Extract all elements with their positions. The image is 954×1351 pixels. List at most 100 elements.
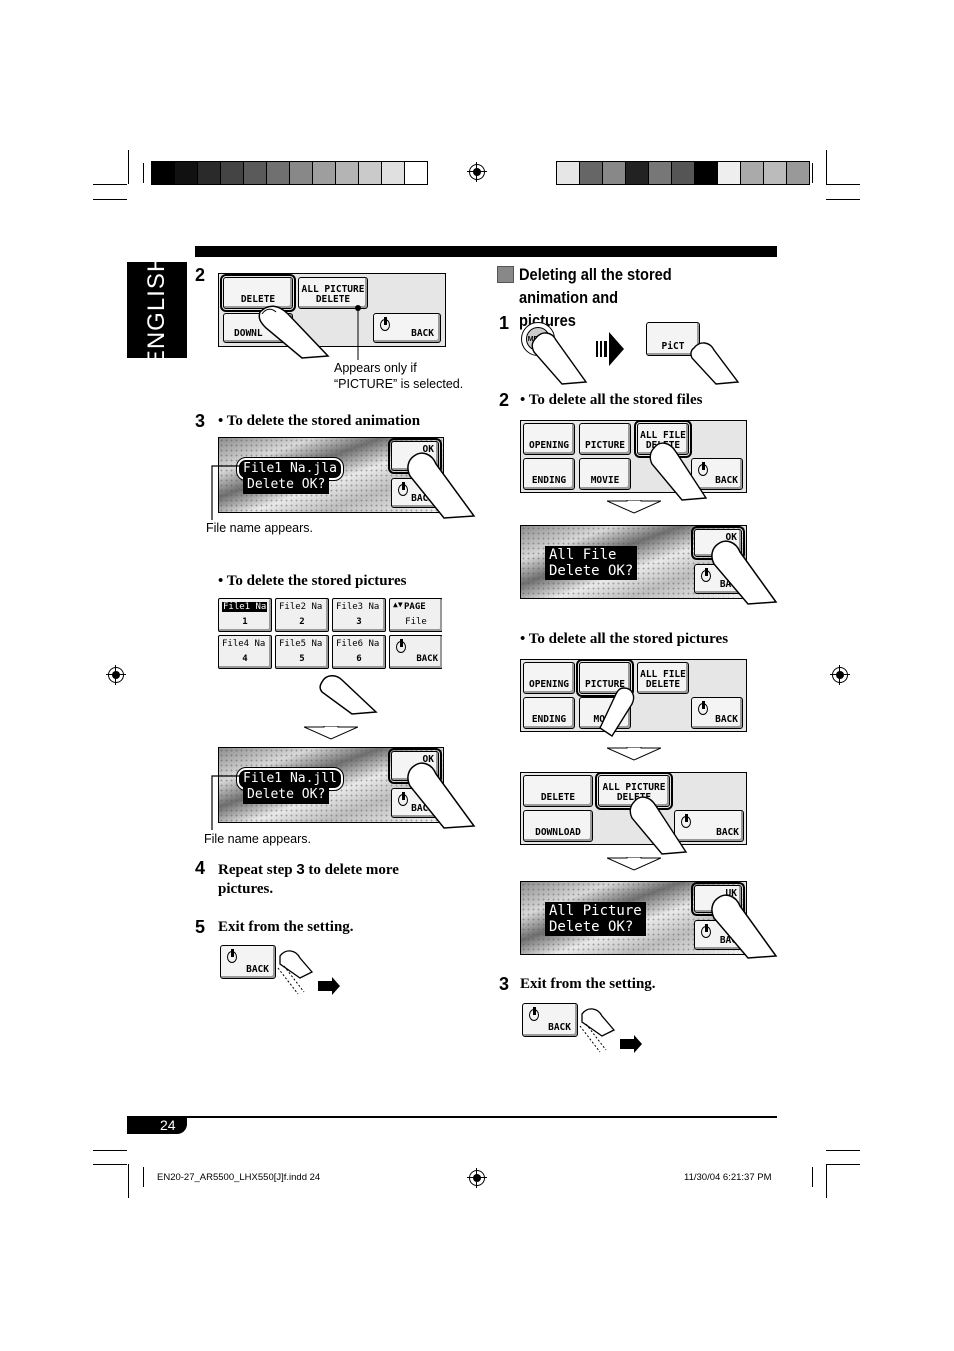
back-icon	[698, 701, 708, 715]
back-button[interactable]: BACK	[674, 810, 744, 842]
back-icon	[701, 924, 711, 938]
back-icon	[380, 317, 390, 331]
finger-pointer-icon	[319, 675, 378, 715]
back-button[interactable]: BAC	[694, 920, 742, 950]
ok-button[interactable]: OK	[388, 748, 442, 784]
crop-mark	[826, 1164, 860, 1165]
back-icon	[698, 462, 708, 476]
ok-button[interactable]: OK	[691, 526, 745, 560]
movie-button[interactable]: MOVI	[579, 697, 631, 729]
ok-button[interactable]: UK	[691, 882, 745, 916]
delete-ok-prompt: Delete OK?	[243, 476, 330, 494]
crop-mark	[812, 163, 813, 183]
step-number: 3	[499, 974, 510, 994]
back-label: BACK	[411, 493, 434, 504]
opening-button[interactable]: OPENING	[523, 423, 575, 455]
file-name-display: File1 Na.jll	[236, 767, 344, 791]
ending-button[interactable]: ENDING	[523, 697, 575, 729]
back-icon	[227, 949, 237, 963]
back-label: BACK	[715, 714, 738, 725]
download-button[interactable]: DOWNLOAD	[523, 810, 593, 842]
back-icon	[681, 814, 691, 828]
crop-mark	[143, 163, 144, 183]
footer-timestamp: 11/30/04 6:21:37 PM	[684, 1172, 772, 1183]
back-label: BACK	[715, 475, 738, 486]
crop-mark	[826, 184, 860, 185]
back-button[interactable]: BACK	[691, 697, 743, 729]
down-arrow-icon	[607, 747, 661, 761]
step-number: 4	[195, 858, 206, 878]
registration-mark-icon	[106, 665, 126, 685]
crop-mark	[826, 1164, 827, 1198]
crop-mark	[128, 150, 129, 184]
language-tab: ENGLISH	[127, 254, 187, 366]
ok-button[interactable]: OK	[388, 438, 442, 474]
picture-button[interactable]: PICTURE	[576, 660, 634, 697]
pict-button[interactable]: PiCT	[646, 322, 700, 356]
delete-ok-prompt: Delete OK?	[243, 786, 330, 804]
picture-button[interactable]: PICTURE	[579, 423, 631, 455]
opening-button[interactable]: OPENING	[523, 662, 575, 694]
back-button[interactable]: BACK	[373, 313, 441, 343]
instruction-text: • To delete the stored pictures	[218, 573, 407, 589]
lcd-confirm-screen: File1 Na.jll Delete OK? OK BACK	[218, 747, 444, 823]
crop-mark	[826, 150, 827, 184]
step-number: 2	[499, 390, 510, 410]
all-file-label-2: DELETE	[645, 440, 681, 451]
delete-button[interactable]: DELETE	[220, 274, 296, 312]
all-picture-label: ALL PICTURE	[602, 782, 666, 793]
crop-mark	[93, 199, 127, 200]
back-label: BACK	[411, 803, 434, 814]
section-marker	[497, 266, 514, 283]
crop-mark	[93, 1164, 127, 1165]
registration-mark-icon	[467, 162, 487, 182]
crop-mark	[812, 1167, 813, 1187]
down-arrow-icon	[607, 500, 661, 514]
note-text: Appears only if“PICTURE” is selected.	[334, 361, 464, 391]
back-button[interactable]: BACK	[391, 788, 439, 818]
back-button[interactable]: BAC	[694, 564, 742, 594]
back-button[interactable]: BACK	[220, 945, 276, 979]
back-button[interactable]: BACK	[391, 478, 439, 508]
header-rule	[195, 246, 777, 257]
instruction-text: • To delete all the stored files	[520, 392, 703, 408]
delete-button[interactable]: DELETE	[523, 775, 593, 807]
menu-button[interactable]: MENU	[521, 322, 555, 356]
step-number: 3	[195, 411, 206, 431]
back-button[interactable]: BACK	[389, 635, 442, 669]
crop-mark	[826, 199, 860, 200]
lcd-confirm-screen: File1 Na.jla Delete OK? OK BACK	[218, 437, 444, 513]
down-arrow-icon	[607, 857, 661, 871]
download-button[interactable]: DOWNL	[223, 313, 293, 343]
all-picture-label: ALL PICTURE	[301, 284, 365, 295]
step-number: 5	[195, 917, 206, 937]
back-icon	[398, 482, 408, 496]
back-button[interactable]: BACK	[691, 458, 743, 490]
finger-swipe-icon	[277, 950, 340, 995]
ending-button[interactable]: ENDING	[523, 458, 575, 490]
instruction-text: Exit from the setting.	[520, 976, 656, 992]
back-button[interactable]: BACK	[522, 1003, 578, 1037]
movie-button[interactable]: MOVIE	[579, 458, 631, 490]
